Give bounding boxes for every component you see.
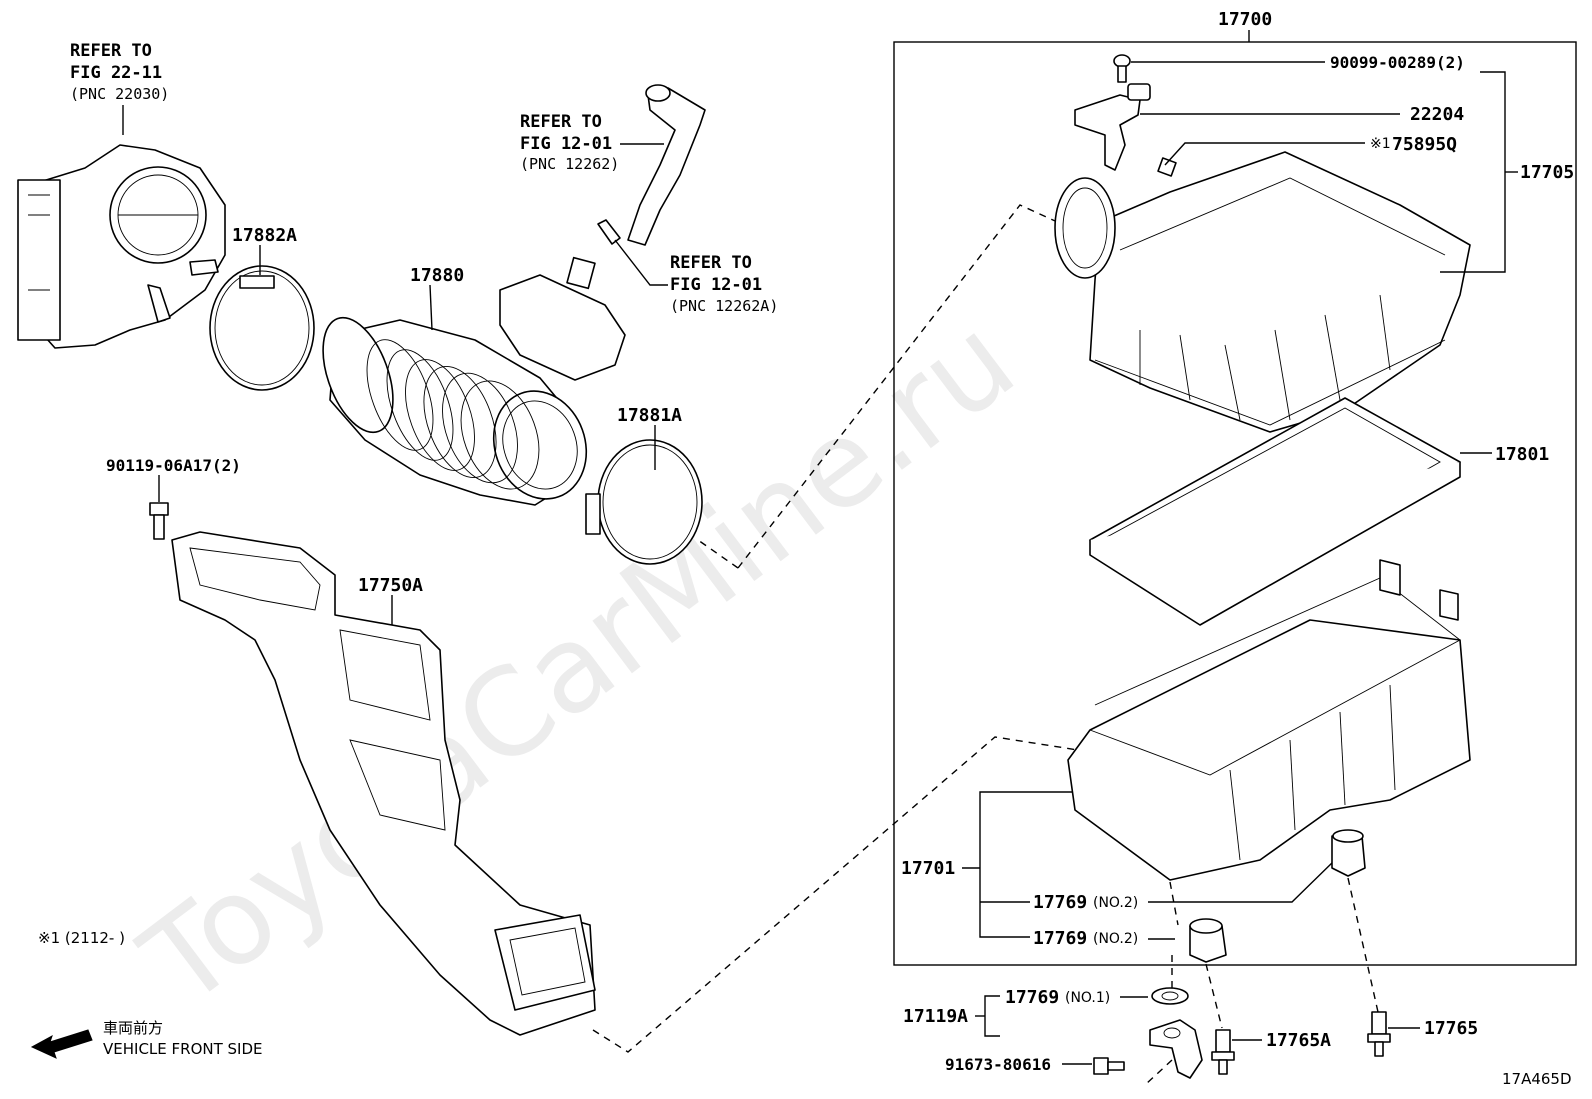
air-cleaner-case-17701 xyxy=(1067,559,1471,881)
part-label-17882a[interactable]: 17882A xyxy=(232,225,297,246)
part-prefix-75895q: ※1 xyxy=(1370,136,1391,152)
part-label-17705[interactable]: 17705 xyxy=(1520,162,1574,183)
part-note-17769-b: (NO.2) xyxy=(1093,931,1138,947)
part-label-17881a[interactable]: 17881A xyxy=(617,405,682,426)
part-label-17765a[interactable]: 17765A xyxy=(1266,1030,1331,1051)
part-label-17765[interactable]: 17765 xyxy=(1424,1018,1478,1039)
front-side-jp: 車両前方 xyxy=(103,1019,163,1037)
air-flow-meter-22204 xyxy=(1074,83,1151,171)
footnote-1: ※1 (2112- ) xyxy=(38,929,125,947)
bolt-90119 xyxy=(149,502,169,540)
clamp-17881a xyxy=(585,439,703,565)
air-inlet-duct-17750a xyxy=(171,531,596,1036)
part-label-90099[interactable]: 90099-00289(2) xyxy=(1330,53,1465,72)
filter-element-17801 xyxy=(1089,397,1461,626)
ref-hose-b-line1: REFER TO xyxy=(670,253,752,273)
ref-hose-a-line1: REFER TO xyxy=(520,112,602,132)
label-75895q xyxy=(1157,157,1177,177)
part-label-17700[interactable]: 17700 xyxy=(1218,9,1272,30)
diagram-id: 17A465D xyxy=(1502,1070,1572,1088)
bracket-17119a xyxy=(1149,1019,1203,1079)
grommet-17769-no1 xyxy=(1151,987,1189,1005)
part-note-17769-a: (NO.2) xyxy=(1093,895,1138,911)
bolt-90099 xyxy=(1113,54,1131,83)
part-label-17119a[interactable]: 17119A xyxy=(903,1006,968,1027)
part-label-17801[interactable]: 17801 xyxy=(1495,444,1549,465)
ref-hose-a-line2: FIG 12-01 xyxy=(520,134,612,154)
grommet-17769-right xyxy=(1331,829,1366,877)
bolt-91673 xyxy=(1093,1057,1125,1075)
part-label-17701[interactable]: 17701 xyxy=(901,858,955,879)
part-label-17769-c[interactable]: 17769 xyxy=(1005,987,1059,1008)
part-label-22204[interactable]: 22204 xyxy=(1410,104,1464,125)
ref-hose-b-line2: FIG 12-01 xyxy=(670,275,762,295)
ref-throttle-pnc[interactable]: (PNC 22030) xyxy=(70,85,169,103)
part-label-17750a[interactable]: 17750A xyxy=(358,575,423,596)
ref-throttle-line1: REFER TO xyxy=(70,41,152,61)
ventilation-hose xyxy=(597,84,706,246)
part-label-75895q[interactable]: 75895Q xyxy=(1392,134,1457,155)
ref-hose-b-pnc[interactable]: (PNC 12262A) xyxy=(670,297,778,315)
air-cleaner-cap-17705 xyxy=(1054,151,1471,433)
throttle-body xyxy=(17,144,226,349)
part-label-17769-b[interactable]: 17769 xyxy=(1033,928,1087,949)
front-arrow-icon xyxy=(30,1029,93,1059)
intake-hose-17880 xyxy=(322,256,626,506)
part-note-17769-c: (NO.1) xyxy=(1065,990,1110,1006)
grommet-17769-center xyxy=(1189,918,1227,963)
clamp-17882a xyxy=(209,265,315,391)
front-side-en: VEHICLE FRONT SIDE xyxy=(103,1040,263,1058)
part-label-17769-a[interactable]: 17769 xyxy=(1033,892,1087,913)
part-label-17880[interactable]: 17880 xyxy=(410,265,464,286)
assembly-17700-frame xyxy=(893,41,1577,966)
clip-17765a xyxy=(1211,1029,1235,1075)
part-label-91673[interactable]: 91673-80616 xyxy=(945,1055,1051,1074)
part-label-90119[interactable]: 90119-06A17(2) xyxy=(106,456,241,475)
clip-17765 xyxy=(1367,1011,1391,1057)
ref-throttle-line2: FIG 22-11 xyxy=(70,63,162,83)
ref-hose-a-pnc[interactable]: (PNC 12262) xyxy=(520,155,619,173)
